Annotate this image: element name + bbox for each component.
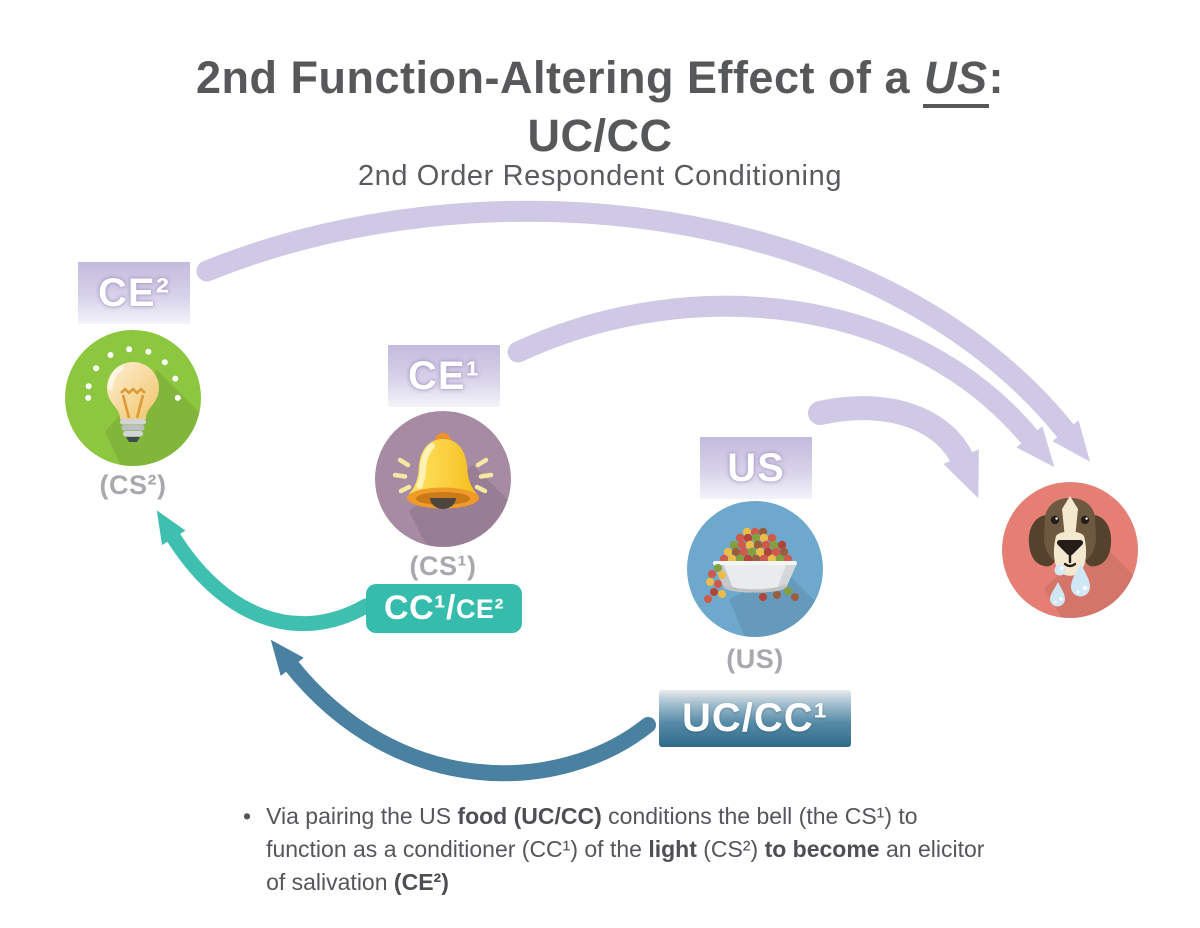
subtitle: 2nd Order Respondent Conditioning	[357, 160, 843, 192]
salivating-dog-icon	[1002, 482, 1138, 618]
note-seg1: Via pairing the US	[266, 803, 458, 829]
note-seg7: an elicitor of salivation	[266, 836, 985, 895]
note-seg8: (CE²)	[393, 869, 449, 895]
badge-cc1-ce2: CC¹/CE²	[366, 584, 522, 633]
note-seg5: (CS²)	[696, 836, 765, 862]
uccc1-to-bell-arrow	[270, 639, 656, 782]
badge-ce2-text: CE²	[455, 594, 504, 624]
lightbulb-icon	[65, 330, 201, 466]
tag-us: US	[700, 437, 812, 499]
us-to-dog-arrow	[808, 396, 979, 499]
explanation-text: Via pairing the US food (UC/CC) conditio…	[266, 800, 999, 899]
note-seg3: conditions the bell (the CS¹) to functio…	[266, 803, 918, 862]
badge-cc1-text: CC¹/	[384, 589, 456, 627]
title-emphasis-us: US	[922, 52, 989, 109]
caption-cs1: (CS¹)	[409, 551, 477, 581]
caption-cs2: (CS²)	[99, 470, 167, 500]
note-seg4: light	[648, 836, 697, 862]
ce2-to-dog-arrow	[196, 200, 1091, 462]
title-prefix: 2nd Function-Altering Effect of a	[196, 52, 923, 104]
tag-ce1: CE¹	[388, 345, 500, 407]
badge-uc-cc1: UC/CC¹	[659, 690, 851, 747]
page-title-line2: UC/CC	[527, 110, 673, 162]
dog-bowl-icon	[687, 501, 823, 637]
cc1-to-light-arrow	[156, 510, 374, 632]
caption-us: (US)	[726, 644, 784, 674]
note-seg2: food (UC/CC)	[457, 803, 602, 829]
note-seg6: to become	[764, 836, 880, 862]
explanation-note: • Via pairing the US food (UC/CC) condit…	[243, 800, 999, 899]
tag-ce2: CE²	[78, 262, 190, 324]
title-suffix: :	[988, 52, 1004, 104]
bell-icon	[375, 411, 511, 547]
bullet-marker: •	[243, 803, 252, 829]
ce1-to-dog-arrow	[507, 295, 1055, 468]
page-title-line1: 2nd Function-Altering Effect of a US:	[0, 52, 1200, 109]
